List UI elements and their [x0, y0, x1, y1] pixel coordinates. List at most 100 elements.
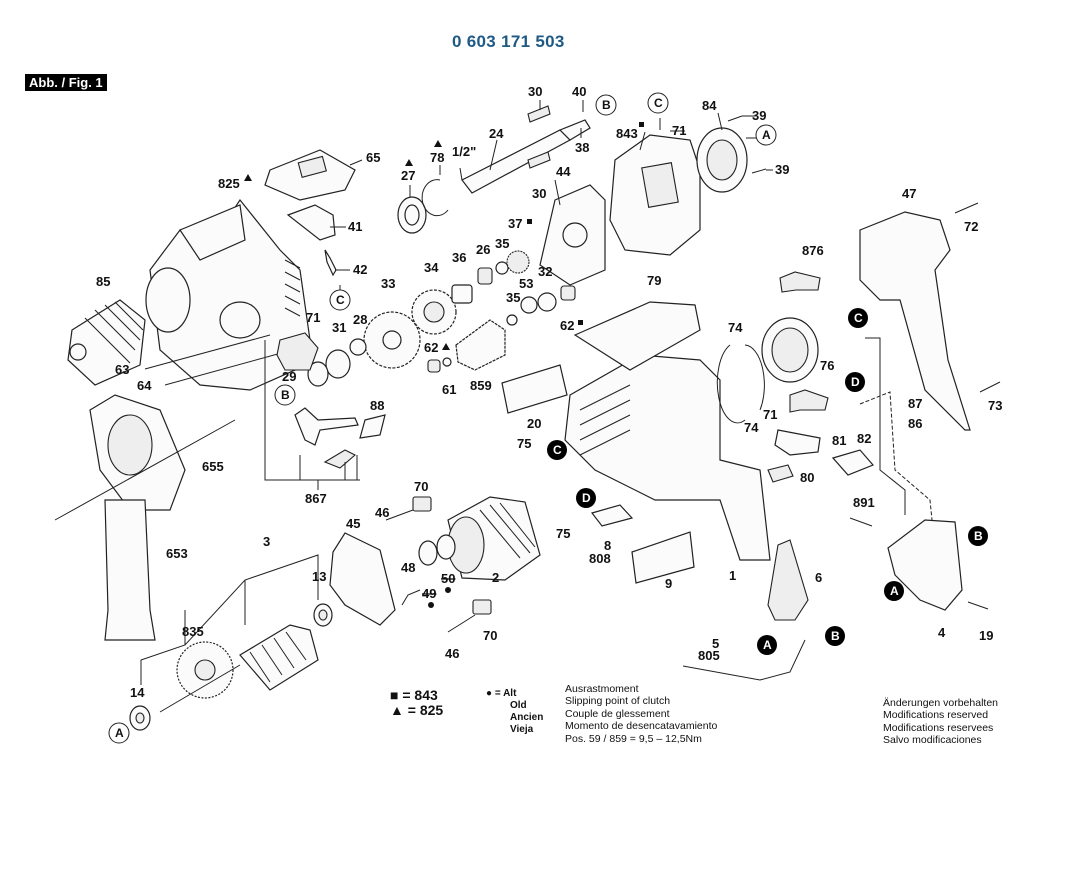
- spring-74: [716, 344, 765, 424]
- ref-marker-A-top: A: [755, 124, 777, 146]
- old-line-2: Ancien: [510, 712, 544, 723]
- part-label-31: 31: [332, 320, 346, 335]
- reference-markers-light: B C A C B A: [108, 92, 777, 744]
- screw-63: [144, 334, 271, 370]
- triangle-symbol: ▲: [390, 702, 404, 718]
- reference-markers-dark: C D C D B A A B: [547, 308, 988, 655]
- part-label-34: 34: [424, 260, 439, 275]
- part-label-2: 2: [492, 570, 499, 585]
- washer-35-a: [495, 261, 509, 275]
- part-label-46a: 46: [375, 505, 389, 520]
- legend-square-row: ■ = 843: [390, 688, 443, 703]
- part-label-891: 891: [853, 495, 875, 510]
- switch-cover-41: [286, 204, 336, 241]
- variant-markers: [244, 122, 644, 608]
- label-8: [590, 504, 634, 527]
- part-label-40: 40: [572, 84, 586, 99]
- ring-29: [307, 361, 329, 387]
- ref-marker-D-wire: D: [845, 372, 865, 392]
- ref-marker-B-switch: B: [968, 526, 988, 546]
- part-label-76: 76: [820, 358, 834, 373]
- part-label-843: 843: [616, 126, 638, 141]
- gear-housing-843: [609, 134, 701, 256]
- part-label-50: 50: [441, 571, 455, 586]
- part-label-35a: 35: [495, 236, 509, 251]
- part-label-808: 808: [589, 551, 611, 566]
- part-label-805: 805: [698, 648, 720, 663]
- part-label-30a: 30: [528, 84, 542, 99]
- ref-marker-A-cable: A: [757, 635, 777, 655]
- part-label-30b: 30: [532, 186, 546, 201]
- ref-marker-B-top: B: [595, 94, 617, 116]
- ref-marker-C-wire: C: [848, 308, 868, 328]
- part-label-32: 32: [538, 264, 552, 279]
- mods-line-3: Salvo modificaciones: [883, 734, 982, 747]
- washer-61: [442, 357, 452, 367]
- svg-text:C: C: [553, 443, 562, 457]
- part-label-14: 14: [130, 685, 145, 700]
- cable-sleeve-6: [767, 539, 809, 621]
- circlip-78: [421, 179, 449, 217]
- screw-19: [967, 601, 989, 610]
- mods-line-0: Änderungen vorbehalten: [883, 697, 999, 709]
- part-label-82: 82: [857, 431, 871, 446]
- clutch-line-4: Pos. 59 / 859 = 9,5 – 12,5Nm: [565, 732, 702, 745]
- screw-39-b: [751, 168, 767, 174]
- part-label-62b: 62: [424, 340, 438, 355]
- part-label-47: 47: [902, 186, 916, 201]
- auxiliary-handle-653: [89, 394, 186, 641]
- part-label-44: 44: [556, 164, 571, 179]
- part-label-80: 80: [800, 470, 814, 485]
- holder-70-top: [412, 496, 432, 512]
- selector-knob: [276, 332, 319, 371]
- part-label-36: 36: [452, 250, 466, 265]
- part-label-38: 38: [575, 140, 589, 155]
- screw-39-a: [727, 115, 743, 122]
- screw-46-bottom: [447, 614, 476, 633]
- square-meaning: = 843: [402, 687, 438, 703]
- part-label-84: 84: [702, 98, 717, 113]
- part-label-37: 37: [508, 216, 522, 231]
- svg-text:D: D: [851, 375, 860, 389]
- switch-4: [887, 519, 963, 611]
- clip-48: [401, 589, 421, 606]
- part-label-70a: 70: [414, 479, 428, 494]
- part-label-33: 33: [381, 276, 395, 291]
- washer-32: [537, 292, 557, 312]
- screw-73: [979, 381, 1001, 393]
- ref-marker-B-cable: B: [825, 626, 845, 646]
- part-label-71b: 71: [306, 310, 320, 325]
- old-line-0: = Alt: [494, 688, 517, 699]
- part-label-71c: 71: [763, 407, 777, 422]
- part-label-42: 42: [353, 262, 367, 277]
- ref-marker-D-field: D: [576, 488, 596, 508]
- key-30-bottom: [527, 151, 551, 169]
- svg-text:D: D: [582, 491, 591, 505]
- triangle-marker-62: [442, 343, 450, 350]
- svg-text:A: A: [115, 726, 124, 740]
- part-label-867: 867: [305, 491, 327, 506]
- svg-text:C: C: [854, 311, 863, 325]
- mods-line-1: Modifications reserved: [883, 709, 989, 722]
- plate-88: [359, 414, 386, 439]
- bracket-3: [140, 554, 319, 685]
- old-legend-first: ● = Alt: [486, 688, 543, 700]
- clutch-torque-note: Ausrastmoment Slipping point of clutch C…: [565, 683, 717, 745]
- part-label-35b: 35: [506, 290, 520, 305]
- bearing-13: [313, 603, 333, 627]
- part-label-825: 825: [218, 176, 240, 191]
- part-label-61: 61: [442, 382, 456, 397]
- part-label-41: 41: [348, 219, 362, 234]
- part-label-4: 4: [938, 625, 946, 640]
- part-label-49: 49: [422, 586, 436, 601]
- part-label-1-2: 1/2": [452, 144, 476, 159]
- carbon-brush-lower: [789, 389, 829, 413]
- part-label-653: 653: [166, 546, 188, 561]
- gear-34: [411, 289, 457, 335]
- part-label-79: 79: [647, 273, 661, 288]
- part-label-87: 87: [908, 396, 922, 411]
- part-label-9: 9: [665, 576, 672, 591]
- washer-35-b: [506, 314, 518, 326]
- square-marker-843: [639, 122, 644, 127]
- part-label-46b: 46: [445, 646, 459, 661]
